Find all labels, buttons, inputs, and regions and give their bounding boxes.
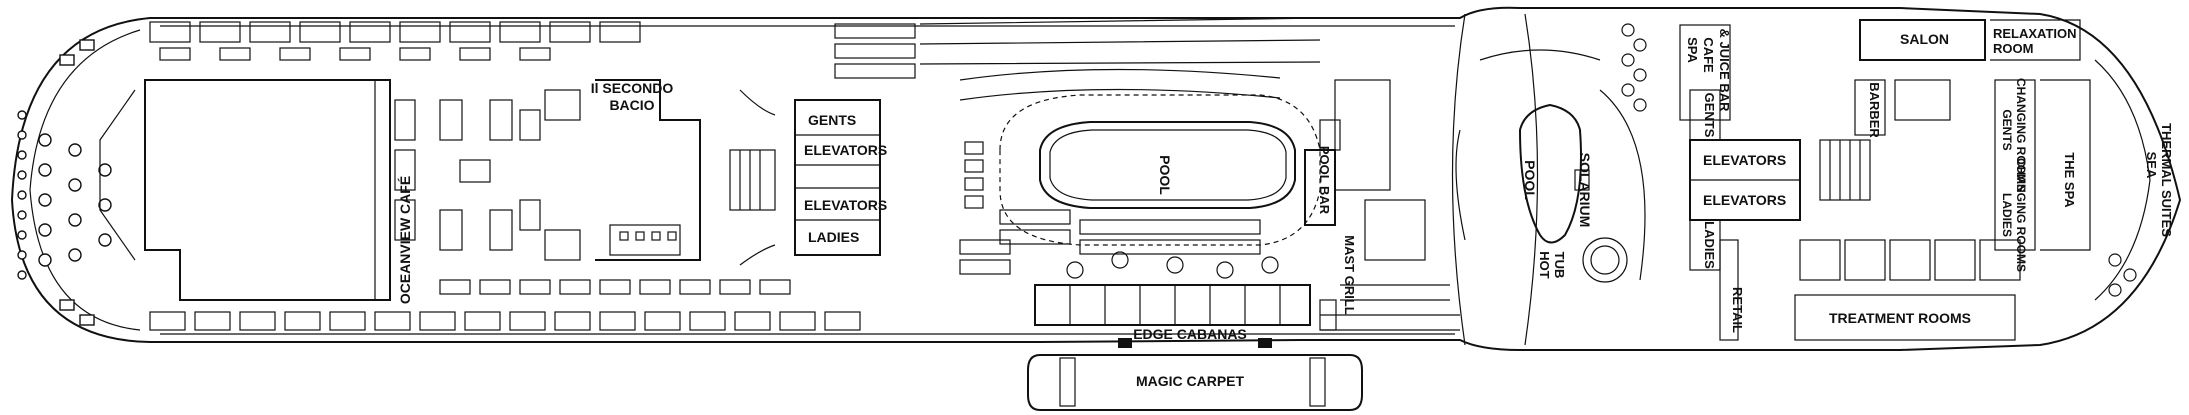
sun-loungers-pool (959, 141, 1279, 279)
elevators-aft-label-2: ELEVATORS (1703, 192, 1786, 208)
gents-forward-label: GENTS (808, 112, 856, 128)
edge-cabanas-label: EDGE CABANAS (1133, 326, 1247, 342)
relaxation-room-label-1: RELAXATION (1993, 26, 2077, 41)
solarium (1455, 49, 1646, 283)
spa-cafe-label-3: & JUICE BAR (1717, 28, 1732, 112)
il-secondo-bacio-label-2: BACIO (609, 97, 654, 113)
solarium-pool-label: POOL (1522, 160, 1538, 200)
ladies-forward-label: LADIES (808, 229, 859, 245)
mast-grill-label: MAST GRILL (1342, 235, 1357, 314)
relaxation-room-label-2: ROOM (1993, 41, 2033, 56)
forward-core (729, 89, 881, 266)
sea-thermal-suites-label-1: SEA (2144, 152, 2159, 179)
main-pool-label: POOL (1157, 155, 1173, 195)
aft-core (1689, 89, 1871, 341)
retail-label: RETAIL (1730, 287, 1745, 333)
ladies-changing-label-2: CHANGING ROOMS (2014, 158, 2028, 272)
salon-label: SALON (1900, 31, 1949, 47)
pool-bar-label: POOL BAR (1317, 146, 1332, 215)
spa-cafe-label-1: SPA (1685, 37, 1700, 63)
spa-cafe-label-2: CAFE (1701, 37, 1716, 73)
forward-booths-bottom (149, 279, 861, 331)
sea-thermal-suites-label-2: THERMAL SUITES (2159, 123, 2174, 237)
elevators-forward-label-2: ELEVATORS (804, 197, 887, 213)
oceanview-cafe-label: OCEANVIEW CAFÉ (397, 176, 413, 304)
mast-grill (1319, 79, 1460, 331)
main-pool (999, 94, 1321, 246)
hot-tub-label-1: HOT (1537, 251, 1552, 279)
barber-label: BARBER (1867, 82, 1882, 138)
buffet-stations (439, 89, 581, 261)
gents-changing-label-2: CHANGING ROOMS (2014, 78, 2028, 192)
magic-carpet-label: MAGIC CARPET (1136, 373, 1245, 389)
elevators-forward-label-1: ELEVATORS (804, 142, 887, 158)
bow-dining-area (17, 29, 141, 331)
spa-cafe-area (1621, 23, 1731, 121)
the-spa-label: THE SPA (2062, 152, 2077, 208)
solarium-label: SOLARIUM (1577, 153, 1593, 228)
gents-aft-label: GENTS (1702, 93, 1717, 138)
oceanview-cafe-buffet (99, 79, 416, 301)
elevators-aft-label-1: ELEVATORS (1703, 152, 1786, 168)
il-secondo-bacio-area (595, 79, 701, 261)
ladies-aft-label: LADIES (1702, 221, 1717, 269)
gents-changing-label-1: GENTS (2000, 109, 2014, 150)
magic-carpet (1027, 354, 1363, 411)
ladies-changing-label-1: LADIES (2000, 193, 2014, 237)
treatment-rooms-label: TREATMENT ROOMS (1829, 310, 1971, 326)
forward-booths (149, 21, 641, 61)
ship-hull (10, 6, 2182, 351)
hot-tub-label-2: TUB (1552, 252, 1567, 279)
edge-cabanas (1034, 284, 1311, 348)
spa-rooms (1794, 19, 2151, 341)
sun-loungers-top (834, 17, 1321, 101)
il-secondo-bacio-label-1: Il SECONDO (591, 80, 674, 96)
